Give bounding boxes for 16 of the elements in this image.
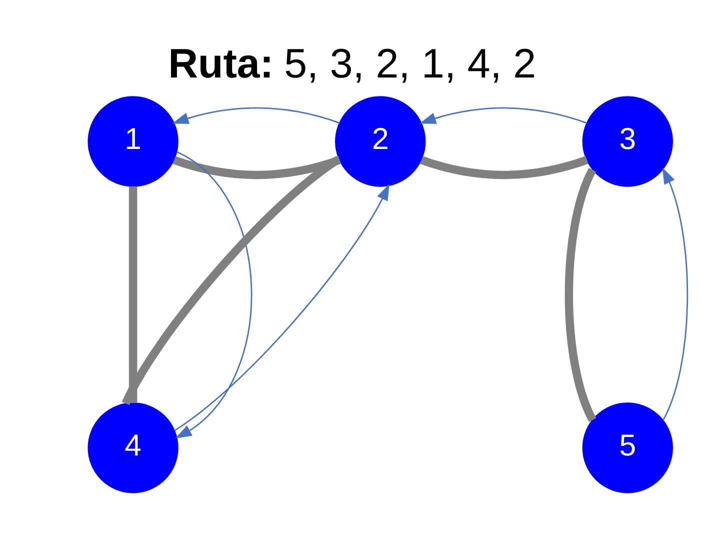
connector	[564, 168, 596, 422]
arrow	[662, 167, 688, 421]
node-circle: 5	[582, 402, 673, 494]
node-circle: 3	[582, 96, 673, 187]
arrow	[172, 107, 340, 124]
node-circle: 2	[335, 96, 426, 187]
connector	[420, 156, 588, 180]
node-circle: 1	[88, 96, 178, 187]
arrow	[175, 151, 252, 438]
arrow	[419, 107, 588, 124]
connector	[172, 156, 341, 180]
arrow	[174, 184, 390, 432]
diagram-title: Ruta: 5, 3, 2, 1, 4, 2	[168, 40, 536, 87]
connector	[128, 186, 138, 404]
node-circle: 4	[88, 402, 178, 494]
connector	[122, 156, 342, 406]
